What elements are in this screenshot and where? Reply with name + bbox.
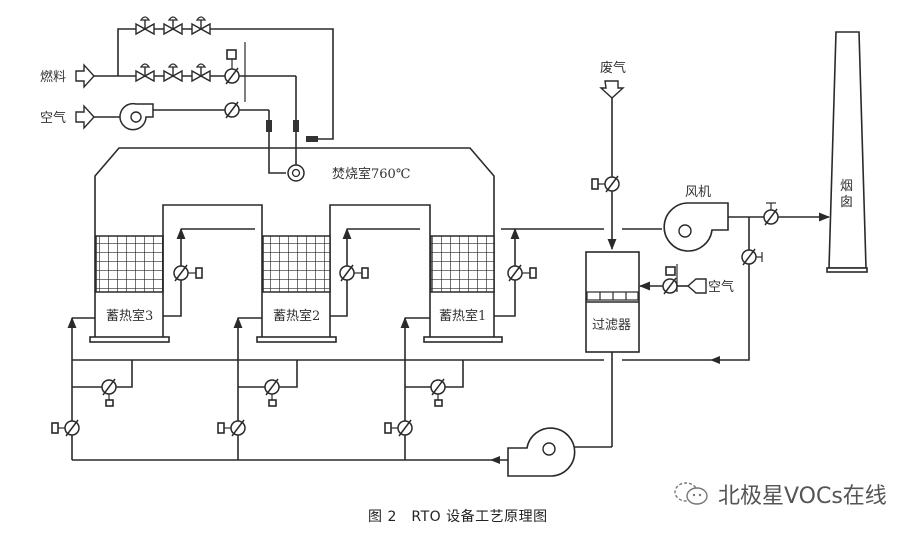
filter-label: 过滤器: [592, 318, 631, 333]
waste-gas-inlet: 废气: [591, 60, 626, 251]
fuel-inlet-arrow-icon: [75, 64, 95, 88]
inlet-valve-1-icon: [397, 419, 413, 437]
ceramic-bed-2: [262, 235, 331, 293]
outlet-valve-2-icon: [339, 264, 355, 282]
watermark-text: 北极星VOCs在线: [718, 484, 887, 509]
fan-label: 风机: [685, 185, 711, 200]
outlet-header: [163, 227, 662, 317]
gate-valve-icon: [191, 63, 211, 82]
purge-air-arrow-icon: [686, 278, 707, 294]
purge-air-valve-icon: [662, 277, 678, 295]
exhaust-valve-icon: [763, 208, 779, 226]
purge-fan: [507, 352, 613, 477]
gate-valve-icon: [191, 16, 211, 35]
waste-gas-arrow-icon: [599, 80, 625, 99]
figure-caption: 图 2 RTO 设备工艺原理图: [368, 509, 548, 525]
regen-chamber-3-label: 蓄热室3: [106, 308, 153, 324]
combustion-chamber-label: 焚烧室760℃: [332, 166, 410, 182]
fuel-label: 燃料: [40, 69, 66, 85]
air-control-valve-icon: [224, 101, 240, 119]
outlet-valve-3-icon: [173, 264, 189, 282]
filter: 过滤器 空气: [585, 251, 734, 353]
bypass-valve-icon: [741, 248, 757, 266]
flange-icon: [293, 120, 299, 132]
flange-icon: [306, 136, 318, 142]
regen-chamber-1-label: 蓄热室1: [439, 308, 486, 324]
air-inlet-arrow-icon: [75, 105, 95, 129]
purge-valve-1-icon: [430, 378, 446, 396]
gate-valve-icon: [135, 16, 155, 35]
chimney-icon: [828, 31, 867, 269]
purge-air-label: 空气: [708, 279, 734, 295]
inlet-manifold: [51, 316, 604, 464]
purge-valve-3-icon: [101, 378, 117, 396]
fuel-control-valve-icon: [224, 67, 240, 85]
gate-valve-icon: [135, 63, 155, 82]
air-supply-line: [75, 101, 318, 168]
fuel-supply-line: [75, 16, 334, 140]
inlet-valve-3-icon: [64, 419, 80, 437]
chimney: 烟 囱: [826, 31, 868, 273]
combustion-air-blower-icon: [119, 102, 154, 131]
chimney-label-2: 囱: [840, 195, 853, 210]
watermark: 北极星VOCs在线: [672, 478, 887, 510]
ceramic-bed-1: [430, 235, 495, 293]
inlet-valve-icon: [604, 175, 620, 193]
waste-gas-label: 废气: [600, 60, 626, 76]
gate-valve-icon: [163, 63, 183, 82]
inlet-valve-2-icon: [230, 419, 246, 437]
main-fan-icon: [663, 202, 729, 252]
outlet-valve-1-icon: [507, 264, 523, 282]
rto-body: 焚烧室760℃ 蓄热室3 蓄热室2 蓄热室1: [89, 147, 503, 343]
purge-valve-2-icon: [264, 378, 280, 396]
main-fan: 风机: [622, 185, 831, 364]
air-label: 空气: [40, 110, 66, 126]
gate-valve-icon: [163, 16, 183, 35]
regen-chamber-2-label: 蓄热室2: [273, 308, 320, 324]
chimney-label-1: 烟: [840, 179, 853, 194]
wechat-icon: [674, 482, 708, 505]
ceramic-bed-3: [95, 235, 164, 293]
flange-icon: [266, 120, 272, 132]
purge-fan-icon: [507, 427, 576, 477]
